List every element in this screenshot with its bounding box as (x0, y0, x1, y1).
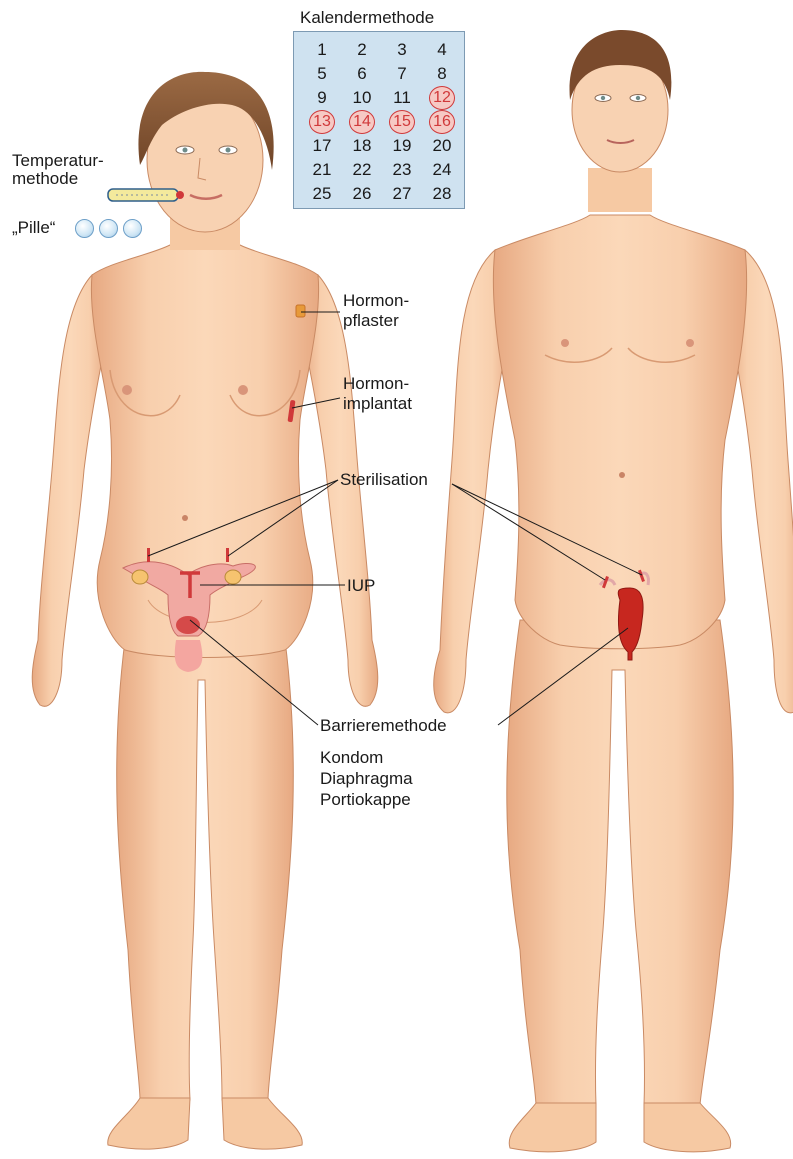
hormone-patch-icon (296, 305, 305, 317)
label-barrier: Barrieremethode (320, 716, 447, 736)
calendar-day: 6 (342, 62, 382, 86)
calendar-day: 19 (382, 134, 422, 158)
label-barrier-diaphragm: Diaphragma (320, 769, 413, 789)
label-hormone-patch-line1: Hormon- (343, 291, 409, 311)
calendar-day: 9 (302, 86, 342, 110)
calendar-day: 17 (302, 134, 342, 158)
calendar-day: 5 (302, 62, 342, 86)
label-barrier-cervical-cap: Portiokappe (320, 790, 411, 810)
female-left-foot (108, 1098, 190, 1149)
calendar-day: 10 (342, 86, 382, 110)
label-hormone-implant-line2: implantat (343, 394, 412, 414)
calendar-day: 21 (302, 158, 342, 182)
calendar-day: 26 (342, 182, 382, 206)
pill-icon (75, 219, 94, 238)
calendar-day: 22 (342, 158, 382, 182)
label-pill: „Pille“ (12, 218, 55, 238)
calendar-day: 18 (342, 134, 382, 158)
male-right-foot (644, 1103, 731, 1152)
label-temperature-line1: Temperatur- (12, 151, 104, 171)
male-figure (434, 30, 793, 1152)
calendar-day: 23 (382, 158, 422, 182)
label-iud: IUP (347, 576, 375, 596)
label-barrier-condom: Kondom (320, 748, 383, 768)
calendar-day-fertile: 12 (422, 86, 462, 110)
calendar-day: 3 (382, 38, 422, 62)
thermometer-icon (108, 189, 184, 201)
calendar-day: 8 (422, 62, 462, 86)
calendar-day: 24 (422, 158, 462, 182)
calendar-day-fertile: 14 (342, 110, 382, 134)
calendar-day-fertile: 15 (382, 110, 422, 134)
calendar-day: 11 (382, 86, 422, 110)
label-hormone-implant-line1: Hormon- (343, 374, 409, 394)
label-temperature-line2: methode (12, 169, 78, 189)
calendar-day: 28 (422, 182, 462, 206)
calendar-day: 27 (382, 182, 422, 206)
calendar-day: 2 (342, 38, 382, 62)
male-left-foot (509, 1103, 596, 1152)
calendar-day: 4 (422, 38, 462, 62)
label-sterilisation: Sterilisation (340, 470, 428, 490)
pill-icon (123, 219, 142, 238)
female-right-foot (222, 1098, 302, 1149)
pill-icon (99, 219, 118, 238)
calendar-day-fertile: 13 (302, 110, 342, 134)
tube-cut-right (226, 548, 229, 562)
calendar-title: Kalendermethode (300, 8, 434, 28)
calendar-day: 20 (422, 134, 462, 158)
calendar-day: 7 (382, 62, 422, 86)
calendar-day-fertile: 16 (422, 110, 462, 134)
male-torso (493, 215, 746, 649)
label-hormone-patch-line2: pflaster (343, 311, 399, 331)
calendar-day: 1 (302, 38, 342, 62)
female-legs (117, 640, 294, 1100)
calendar-day: 25 (302, 182, 342, 206)
